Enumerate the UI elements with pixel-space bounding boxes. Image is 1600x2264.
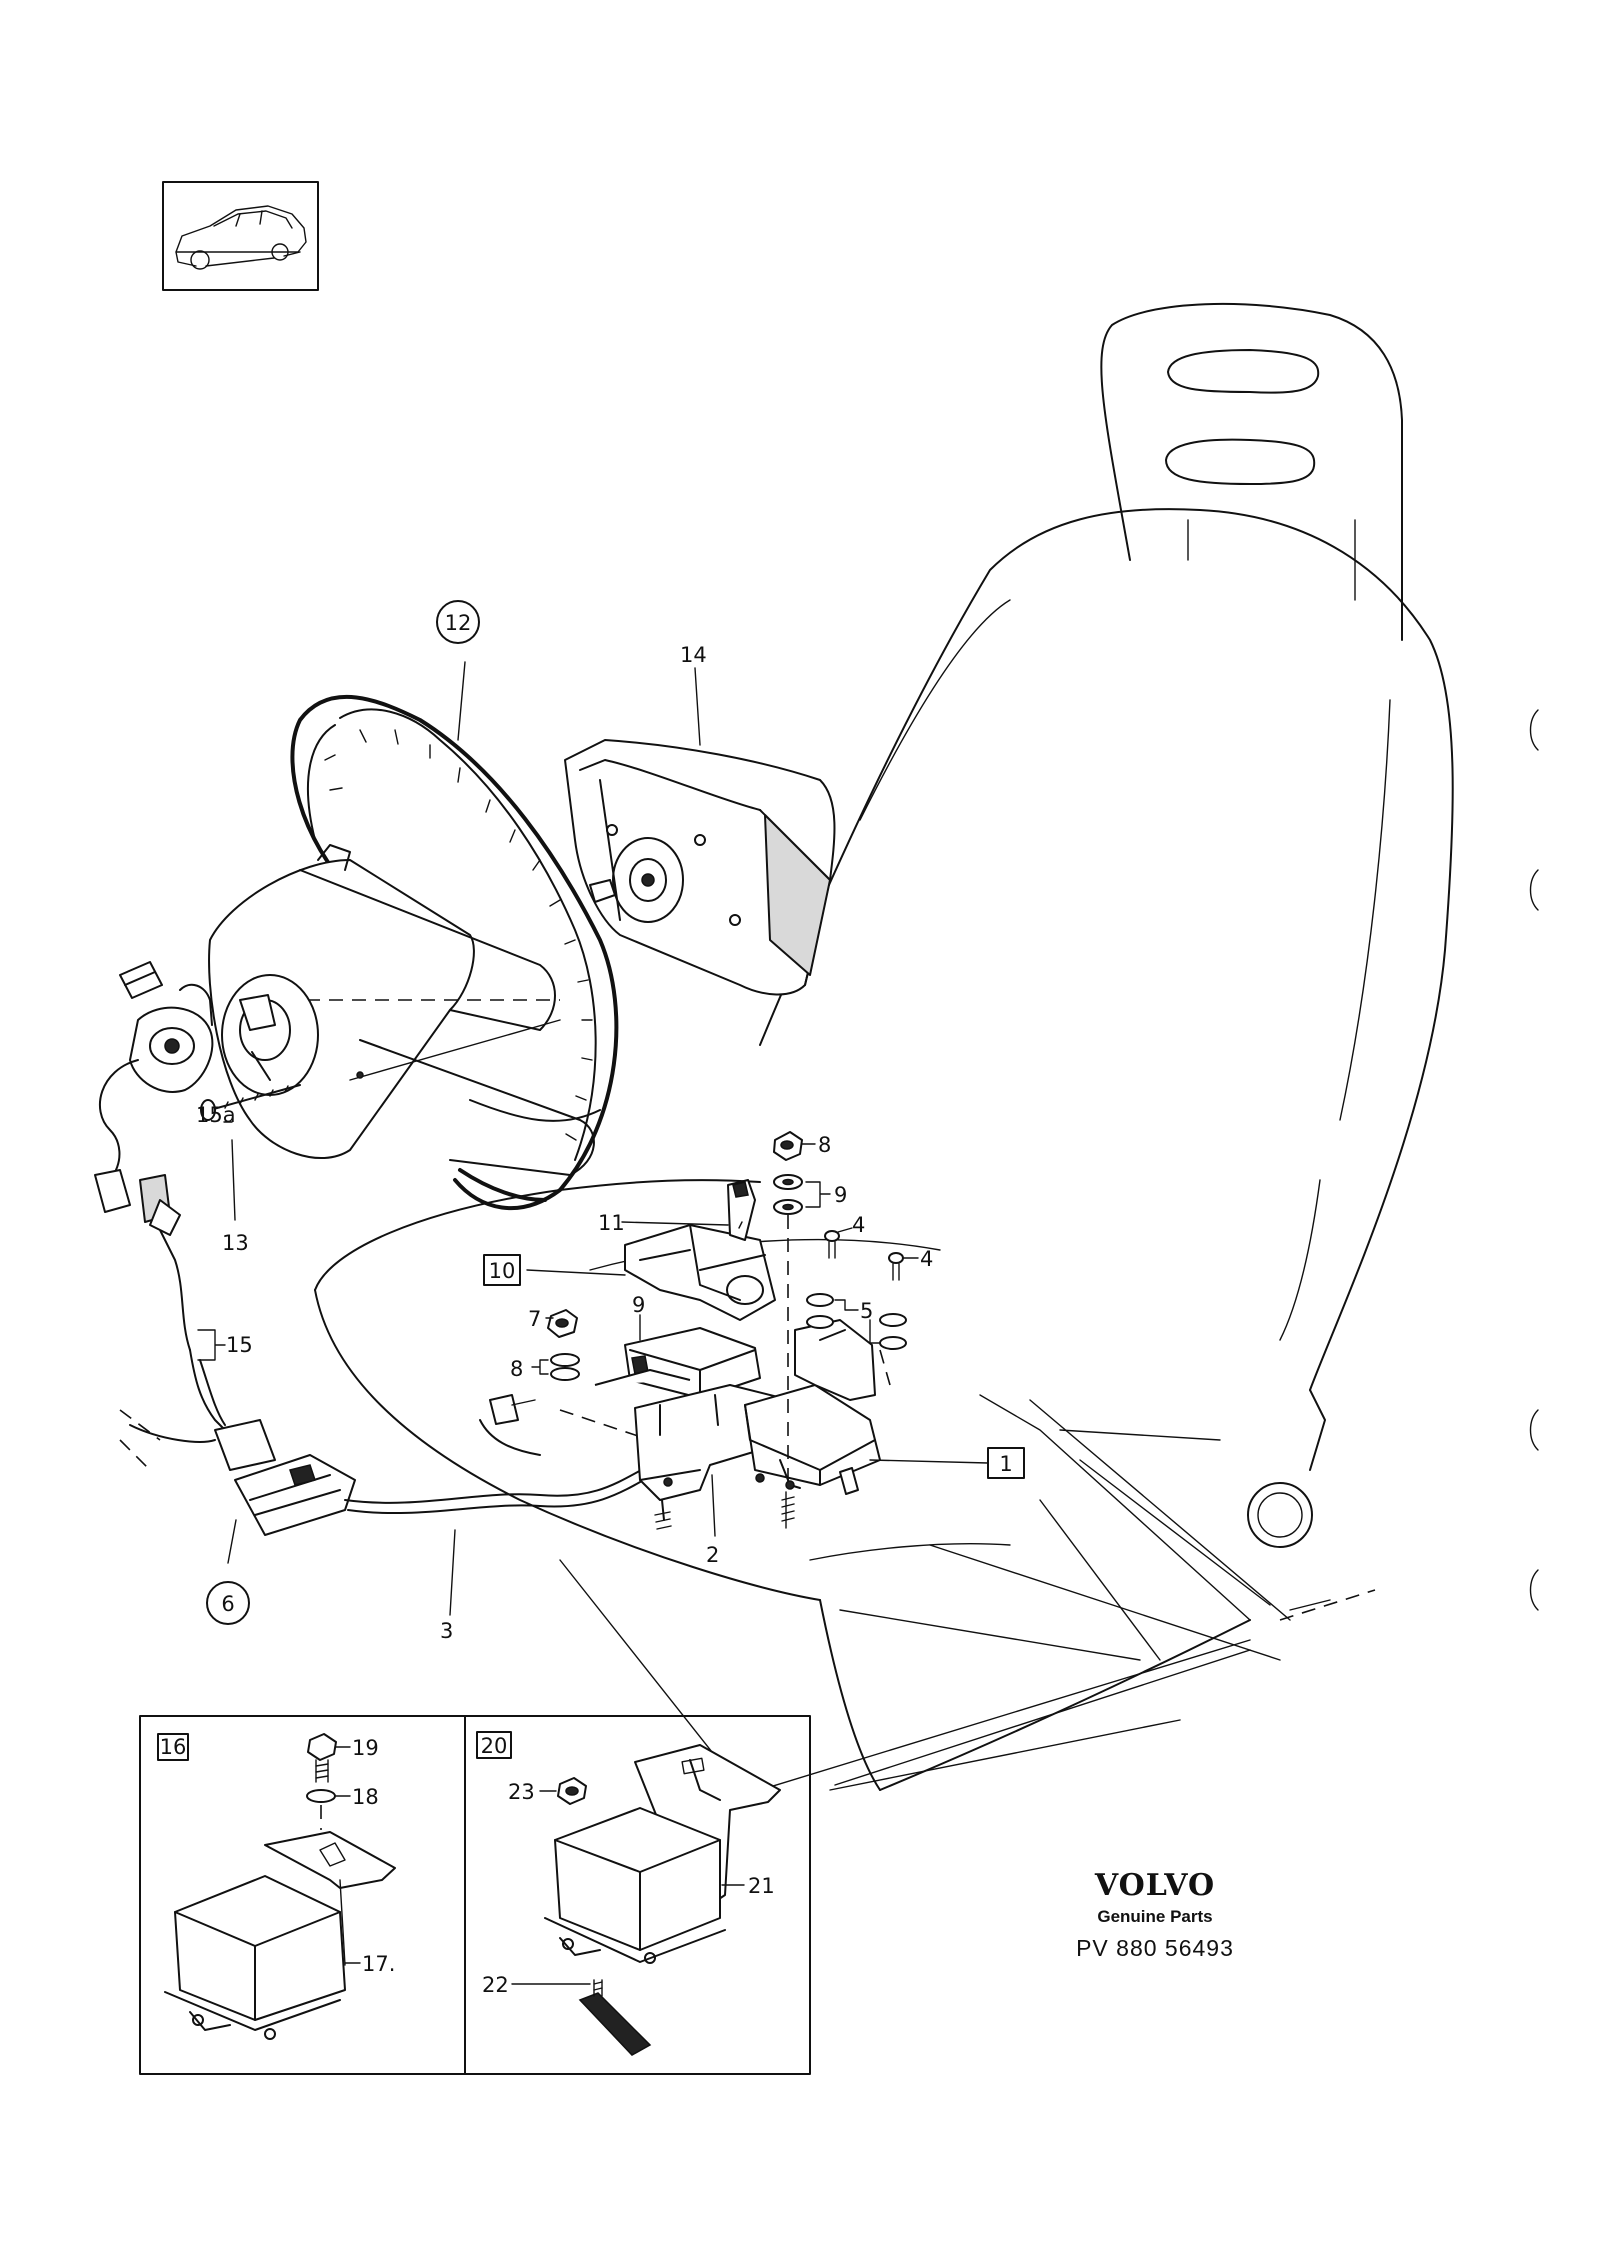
- inset-panel-16: [139, 1715, 466, 2075]
- screw-4-right: [888, 1252, 904, 1281]
- label-17: 17.: [362, 1952, 395, 1976]
- clip-11: [727, 1179, 756, 1241]
- label-7: 7: [528, 1307, 541, 1331]
- nut-8-top: [773, 1131, 803, 1161]
- label-12: 12: [445, 611, 472, 635]
- label-23: 23: [508, 1780, 535, 1804]
- label-16: 16: [160, 1735, 187, 1759]
- label-21: 21: [748, 1874, 775, 1898]
- screw-13: [200, 1084, 301, 1121]
- clockspring: [94, 961, 214, 1351]
- label-10: 10: [489, 1259, 516, 1283]
- label-8-top: 8: [818, 1133, 831, 1157]
- bracket-10: [624, 1224, 776, 1321]
- sedan-car-icon: [162, 181, 319, 291]
- brand-logo: VOLVO: [1094, 1868, 1215, 1903]
- part-reference: PV 880 56493: [1076, 1935, 1234, 1961]
- control-unit-mount: [594, 1327, 761, 1399]
- wiring-harness: [119, 1349, 666, 1536]
- label-4-left: 4: [852, 1213, 865, 1237]
- label-2: 2: [706, 1543, 719, 1567]
- label-5: 5: [860, 1299, 873, 1323]
- seat-illustration: [314, 302, 1454, 1801]
- label-15: 15: [226, 1333, 253, 1357]
- label-14: 14: [680, 643, 707, 667]
- steering-wheel: [208, 695, 619, 1211]
- label-18: 18: [352, 1785, 379, 1809]
- label-13: 13: [222, 1231, 249, 1255]
- label-15a: 15a: [196, 1103, 236, 1127]
- brand-tagline: Genuine Parts: [1097, 1907, 1212, 1926]
- label-20: 20: [481, 1734, 508, 1758]
- washer-8-left: [550, 1353, 580, 1381]
- label-8-left: 8: [510, 1357, 523, 1381]
- label-9-left: 9: [632, 1293, 645, 1317]
- label-4-right: 4: [920, 1247, 933, 1271]
- binding-marks: [1529, 709, 1539, 1611]
- control-unit: [744, 1319, 881, 1495]
- screw-4-left: [824, 1230, 840, 1259]
- airbag-module: [564, 739, 836, 996]
- inset-panel-20: [464, 1715, 811, 2075]
- label-11: 11: [598, 1211, 625, 1235]
- label-19: 19: [352, 1736, 379, 1760]
- label-6: 6: [221, 1592, 234, 1616]
- washer-5: [806, 1293, 907, 1350]
- leader-lines: [197, 661, 989, 1616]
- label-1: 1: [999, 1452, 1012, 1476]
- label-9-top: 9: [834, 1183, 847, 1207]
- nut-7: [547, 1309, 578, 1338]
- callout-markers: [206, 600, 1025, 1625]
- label-22: 22: [482, 1973, 509, 1997]
- washer-9-top: [773, 1174, 803, 1215]
- label-3: 3: [440, 1619, 453, 1643]
